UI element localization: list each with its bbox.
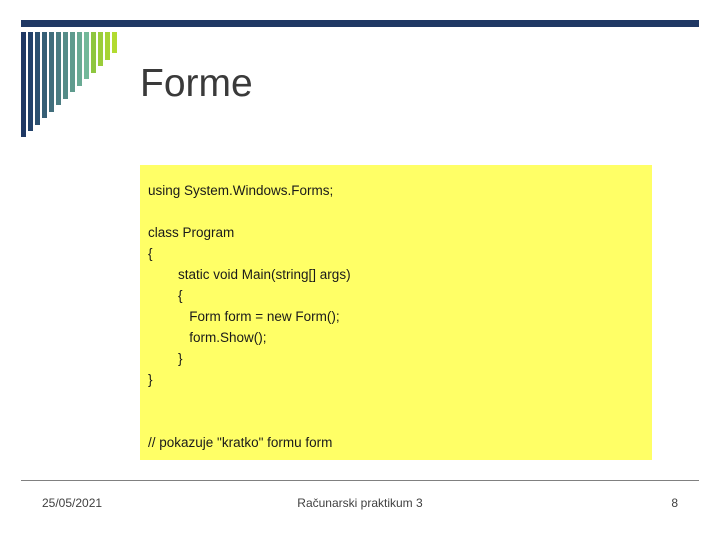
decorative-bars [21, 32, 121, 137]
code-line: form.Show(); [148, 330, 267, 345]
decor-bar [105, 32, 110, 60]
decor-bar [112, 32, 117, 53]
code-line: // pokazuje "kratko" formu form [148, 435, 333, 450]
decor-bar [70, 32, 75, 92]
decor-bar [63, 32, 68, 99]
code-line [148, 390, 652, 411]
footer-divider [21, 480, 699, 481]
code-line: } [148, 372, 153, 387]
decor-bar [84, 32, 89, 79]
decor-bar [21, 32, 26, 137]
code-line: class Program [148, 225, 235, 240]
top-accent-bar [21, 20, 699, 27]
decor-bar [56, 32, 61, 105]
footer-page-number: 8 [671, 496, 678, 510]
footer-course-title: Računarski praktikum 3 [297, 496, 423, 510]
code-line: } [148, 351, 183, 366]
code-block: using System.Windows.Forms; class Progra… [140, 165, 652, 460]
code-line: { [148, 288, 183, 303]
decor-bar [42, 32, 47, 118]
footer-date: 25/05/2021 [42, 496, 103, 510]
decor-bar [28, 32, 33, 131]
code-line: { [148, 246, 153, 261]
code-line: static void Main(string[] args) [148, 267, 351, 282]
decor-bar [35, 32, 40, 125]
code-line: using System.Windows.Forms; [148, 183, 334, 198]
decor-bar [49, 32, 54, 112]
code-line [148, 201, 652, 222]
page-title: Forme [140, 62, 253, 105]
code-line [148, 411, 652, 432]
decor-bar [77, 32, 82, 86]
code-line: Form form = new Form(); [148, 309, 340, 324]
decor-bar [91, 32, 96, 73]
decor-bar [98, 32, 103, 66]
